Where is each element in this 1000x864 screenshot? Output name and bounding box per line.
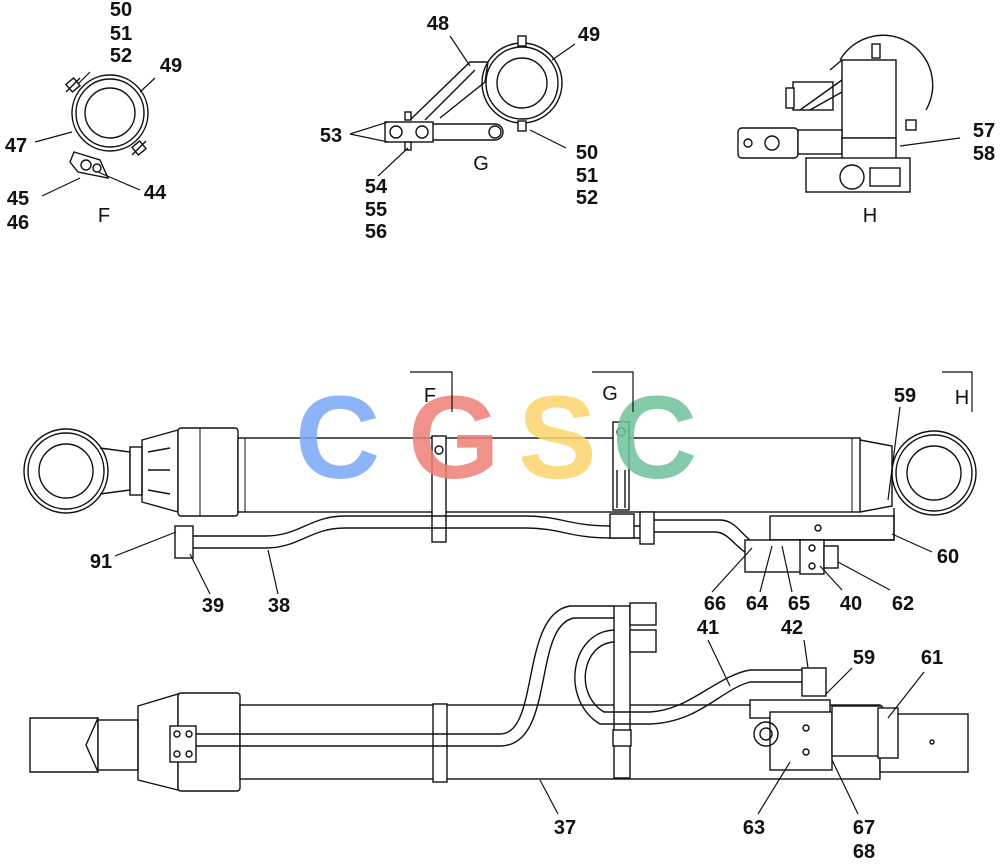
callout-50-f: 50: [110, 0, 132, 21]
callout-65: 65: [788, 593, 810, 615]
callout-51-f: 51: [110, 23, 132, 45]
callout-41: 41: [697, 617, 719, 639]
callout-61: 61: [921, 647, 943, 669]
callout-60: 60: [937, 546, 959, 568]
callout-52-f: 52: [110, 45, 132, 67]
callout-46: 46: [7, 212, 29, 234]
upper-cylinder-drawing: [23, 421, 977, 575]
callout-53: 53: [320, 125, 342, 147]
callout-47: 47: [5, 135, 27, 157]
callout-55: 55: [365, 199, 387, 221]
callout-39: 39: [202, 595, 224, 617]
watermark-letter-c2: C: [612, 372, 697, 504]
callout-45: 45: [7, 188, 29, 210]
callout-42: 42: [781, 617, 803, 639]
callout-56: 56: [365, 221, 387, 243]
section-mark-g-label: G: [602, 383, 618, 405]
section-mark-h-label: H: [955, 387, 969, 409]
callout-62: 62: [892, 593, 914, 615]
section-mark-h: H: [942, 371, 973, 412]
section-mark-f-label: F: [424, 385, 436, 407]
callout-91: 91: [90, 551, 112, 573]
callout-44: 44: [144, 182, 167, 204]
view-f-drawing: [64, 74, 149, 179]
callout-54: 54: [365, 176, 388, 198]
view-g-drawing: [384, 35, 563, 151]
callout-38: 38: [268, 595, 290, 617]
callout-52-g: 52: [576, 187, 598, 209]
callout-40: 40: [840, 593, 862, 615]
watermark-letter-c1: C: [295, 372, 380, 504]
view-h-label: H: [863, 205, 877, 227]
view-h-drawing: [737, 34, 934, 193]
callout-57: 57: [973, 120, 995, 142]
leader-lines: [34, 35, 961, 815]
callout-58: 58: [973, 143, 995, 165]
view-f-label: F: [98, 205, 110, 227]
callout-labels: 50 51 52 49 47 45 46 44 48 49 53 50 51 5…: [5, 0, 995, 863]
callout-49-f: 49: [160, 55, 182, 77]
callout-51-g: 51: [576, 165, 598, 187]
lower-cylinder-drawing: [29, 602, 969, 792]
callout-48: 48: [427, 13, 449, 35]
watermark-letter-g: G: [408, 372, 500, 504]
callout-59-lower: 59: [853, 647, 875, 669]
callout-50-g: 50: [576, 142, 598, 164]
callout-63: 63: [743, 817, 765, 839]
watermark: C G S C: [295, 372, 697, 504]
callout-49-g: 49: [578, 24, 600, 46]
callout-66: 66: [704, 593, 726, 615]
section-mark-f: F: [410, 371, 453, 412]
callout-59-upper: 59: [894, 385, 916, 407]
callout-68: 68: [853, 841, 875, 863]
watermark-letter-s: S: [518, 372, 597, 504]
callout-37: 37: [554, 817, 576, 839]
callout-64: 64: [746, 593, 769, 615]
view-g-label: G: [473, 153, 489, 175]
section-mark-g: G: [592, 371, 634, 412]
callout-67: 67: [853, 817, 875, 839]
